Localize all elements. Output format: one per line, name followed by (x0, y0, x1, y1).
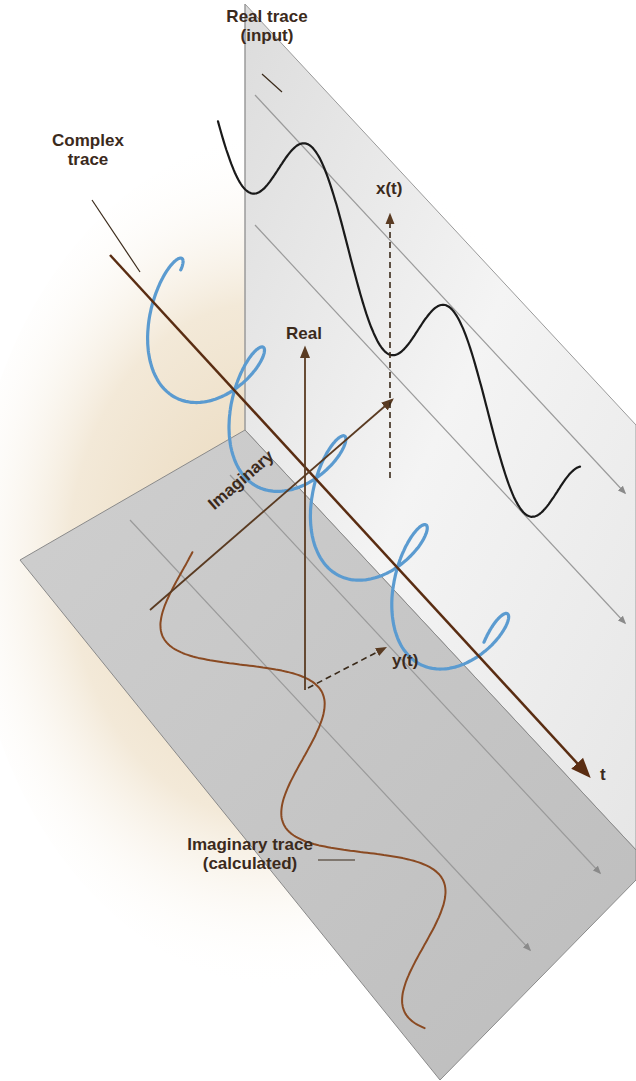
guide-line (255, 95, 625, 493)
axis-label: y(t) (392, 652, 418, 671)
guide-line (255, 225, 625, 623)
real-axis (304, 348, 306, 690)
leader-line (92, 200, 140, 272)
axis-label: Imaginary trace (calculated) (180, 836, 320, 873)
time-axis (110, 255, 588, 775)
imaginary-plane (20, 430, 636, 1080)
complex-trace (148, 258, 509, 669)
axis-label: Real (286, 325, 322, 344)
x-vector (389, 215, 391, 478)
imaginary-axis (150, 400, 392, 610)
guide-line (130, 520, 530, 950)
axis-label: t (600, 766, 606, 785)
imaginary-trace (160, 552, 445, 1028)
axis-label: x(t) (376, 180, 402, 199)
leader-line (318, 859, 355, 860)
axis-label: Complex trace (42, 132, 134, 169)
leader-line (262, 74, 282, 92)
y-vector (308, 648, 385, 688)
guide-line (230, 475, 600, 873)
axis-label: Real trace (input) (212, 8, 322, 45)
